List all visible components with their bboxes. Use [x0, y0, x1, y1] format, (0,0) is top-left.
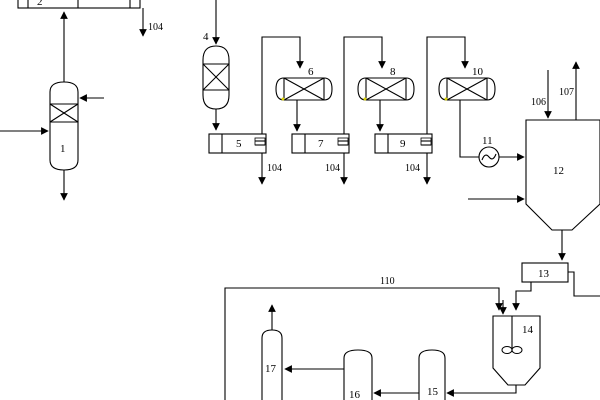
equipment-16-label: 16: [349, 389, 361, 400]
equipment-5-label: 5: [236, 138, 242, 150]
equipment-4: 4: [202, 31, 230, 110]
equipment-4-label: 4: [203, 31, 209, 43]
equipment-14-label: 14: [522, 324, 534, 336]
equipment-9: 9: [374, 133, 433, 154]
stream-106: 106: [531, 97, 546, 108]
equipment-15-label: 15: [427, 386, 439, 398]
pipe-14-to-15: [470, 385, 517, 394]
equipment-17-label: 17: [265, 363, 277, 375]
pipe-7-to-8: [343, 36, 386, 134]
equipment-10-label: 10: [472, 66, 484, 78]
stream-104-top: 104: [148, 22, 163, 33]
equipment-2-label: 2: [37, 0, 43, 8]
equipment-9-label: 9: [400, 138, 406, 150]
equipment-12-label: 12: [553, 165, 564, 177]
stream-104-7: 104: [325, 163, 340, 174]
pipe-13-right: [568, 271, 600, 297]
equipment-15: 15: [418, 349, 446, 400]
equipment-13-label: 13: [538, 268, 550, 280]
equipment-16: 16: [343, 349, 373, 400]
equipment-8-label: 8: [390, 66, 396, 78]
equipment-1: 1: [49, 81, 79, 171]
pipe-9-to-10: [426, 36, 469, 134]
equipment-11-label: 11: [482, 135, 493, 147]
equipment-1-label: 1: [60, 143, 66, 155]
equipment-6-label: 6: [308, 66, 314, 78]
equipment-14: 14: [492, 315, 541, 386]
pipe-13-to-14: [512, 282, 532, 311]
stream-107: 107: [559, 87, 574, 98]
stream-104-9: 104: [405, 163, 420, 174]
equipment-6: 6: [275, 66, 333, 101]
equipment-17: 17: [261, 329, 283, 400]
equipment-12: 12: [525, 119, 600, 231]
equipment-10: 10: [438, 66, 496, 101]
equipment-13: 13: [521, 262, 569, 283]
pipe-5-to-6: [261, 36, 304, 134]
equipment-5: 5: [208, 133, 267, 154]
stream-110: 110: [380, 276, 395, 287]
equipment-8: 8: [357, 66, 415, 101]
equipment-11: 11: [478, 135, 500, 168]
equipment-7-label: 7: [318, 138, 324, 150]
equipment-7: 7: [291, 133, 350, 154]
pipe-110-recycle: [224, 287, 503, 400]
equipment-2: 2: [17, 0, 141, 9]
pipe-10-to-11: [459, 100, 479, 158]
stream-104-5: 104: [267, 163, 282, 174]
